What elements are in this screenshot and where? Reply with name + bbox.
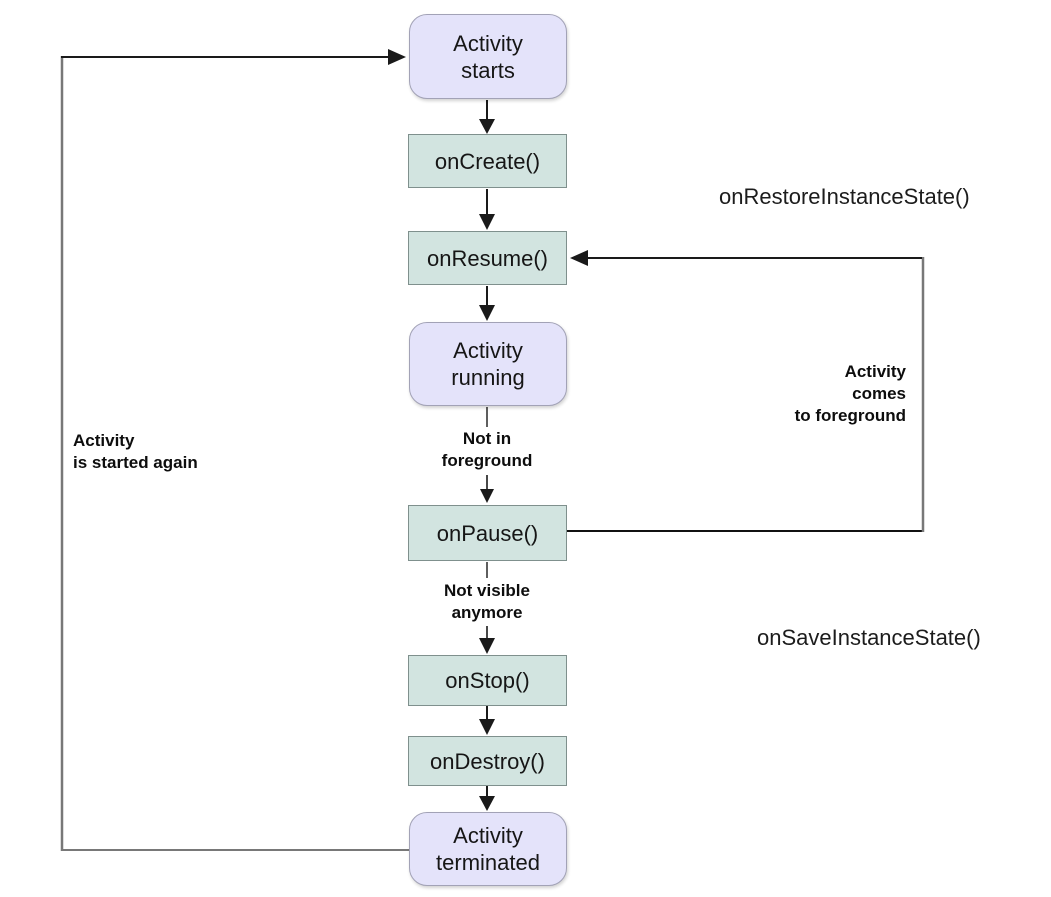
edge-onpause-to-onstop: [479, 562, 495, 654]
edge-starts-to-oncreate: [479, 100, 495, 134]
side-label-onrestoreinstancestate: onRestoreInstanceState(): [719, 184, 970, 209]
edge-onstop-to-ondestroy: [479, 706, 495, 735]
edge-label-not-visible-anymore: Not visible anymore: [444, 581, 530, 622]
edge-onpause-to-onresume-loop: [566, 250, 925, 532]
edge-running-to-onpause: [480, 407, 494, 503]
node-activity-running: Activity running: [409, 322, 567, 406]
edge-label-not-in-foreground: Not in foreground: [441, 429, 533, 470]
side-label-onsaveinstancestate: onSaveInstanceState(): [757, 625, 981, 650]
node-oncreate: onCreate(): [408, 134, 567, 188]
edge-onresume-to-running: [479, 286, 495, 321]
node-activity-starts: Activity starts: [409, 14, 567, 99]
edge-ondestroy-to-terminated: [479, 786, 495, 811]
edge-oncreate-to-onresume: [479, 189, 495, 230]
edge-label-activity-comes-to-foreground: Activity comes to foreground: [794, 362, 906, 425]
edge-label-activity-is-started-again: Activity is started again: [73, 431, 198, 472]
edge-terminated-to-starts-loop: [60, 49, 409, 851]
node-onresume: onResume(): [408, 231, 567, 285]
node-onpause: onPause(): [408, 505, 567, 561]
node-ondestroy: onDestroy(): [408, 736, 567, 786]
node-activity-terminated: Activity terminated: [409, 812, 567, 886]
node-onstop: onStop(): [408, 655, 567, 706]
